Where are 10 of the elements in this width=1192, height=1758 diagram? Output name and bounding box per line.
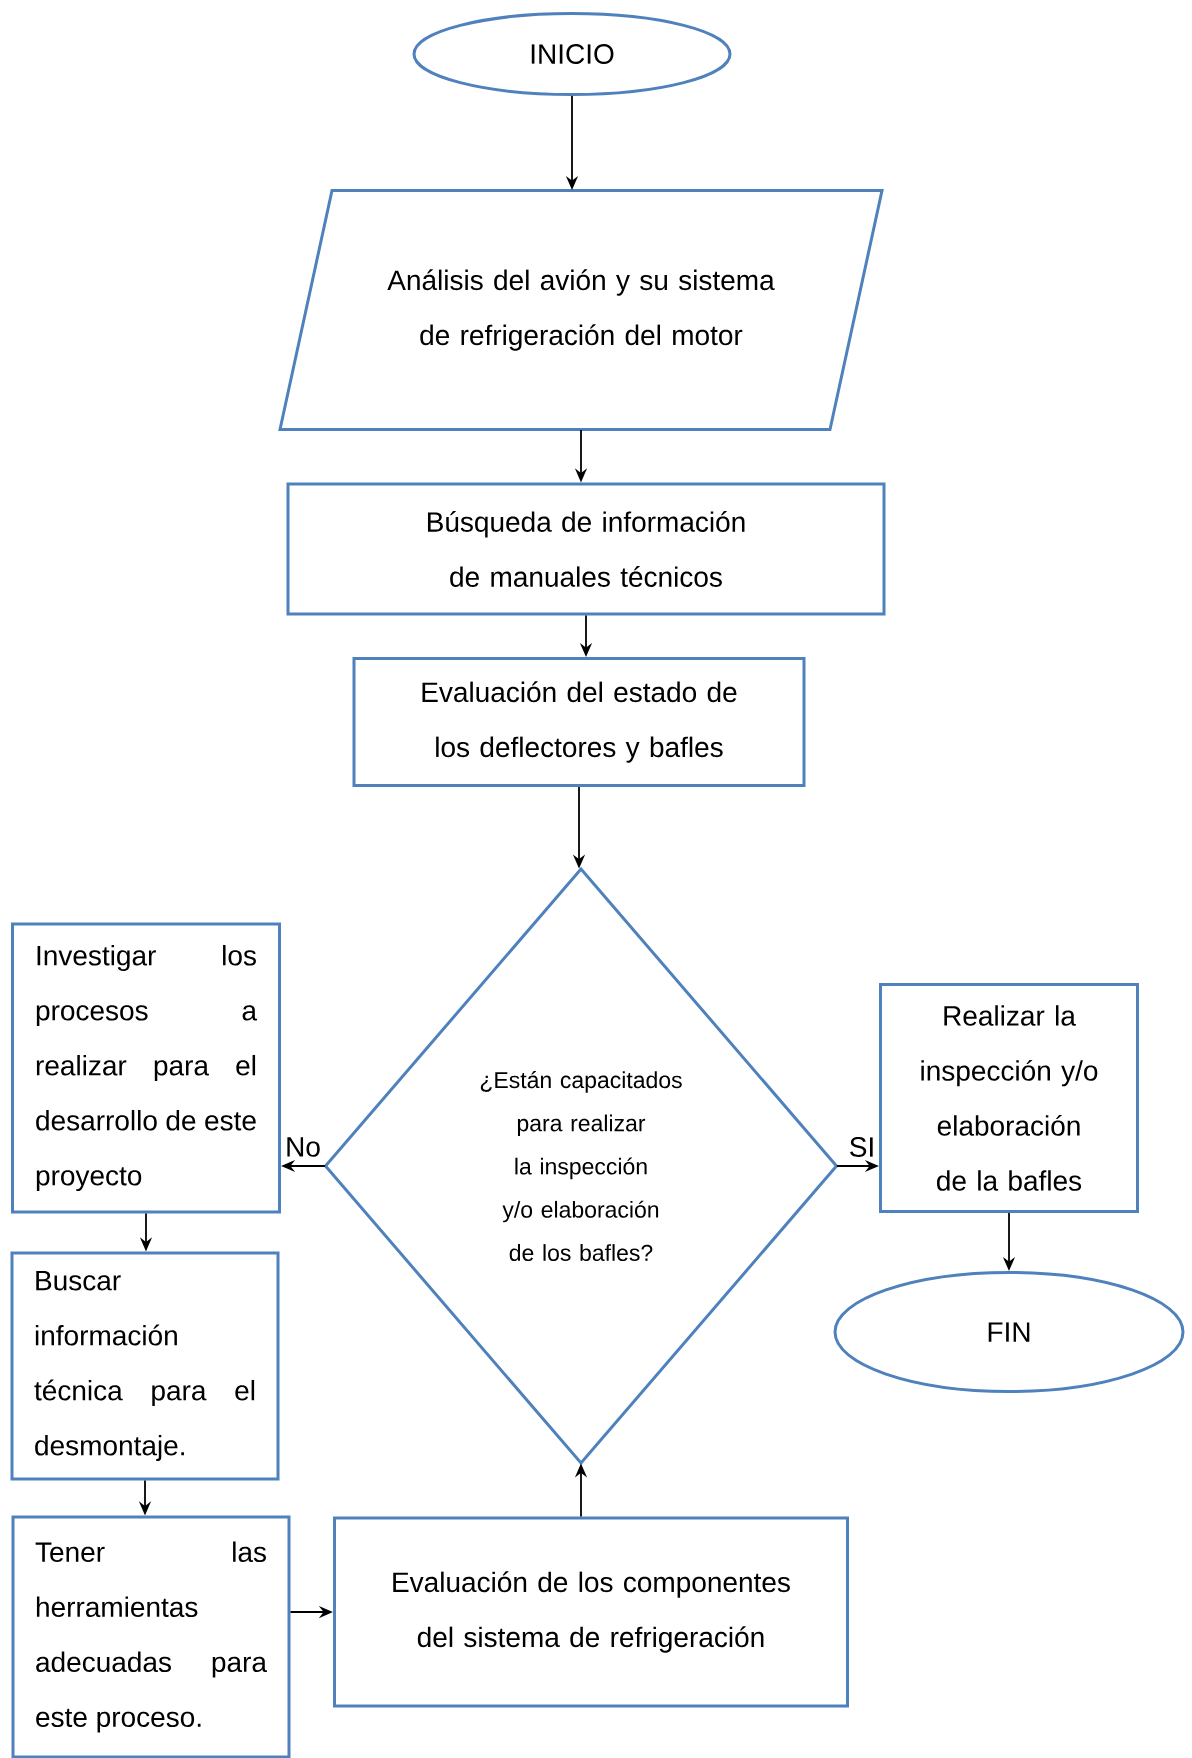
process-box: Evaluación del estado de los deflectores y bafles [352,657,806,787]
process-box: Investigar los procesos a realizar para el desarrollo de este proyecto [11,922,281,1214]
process-box: Tener las herramientas adecuadas para este proceso. [11,1515,291,1758]
process-box: Buscar información técnica para el desmontaje. [10,1251,280,1481]
input-parallelogram: Análisis del avión y su sistema de refrigeración del motor [278,189,884,431]
edge-label: SI [846,1135,878,1159]
process-box: Evaluación de los componentes del sistema de refrigeración [333,1516,849,1708]
process-box: Búsqueda de información de manuales técnicos [286,482,886,616]
process-box: Realizar la inspección y/o elaboración de la bafles [879,983,1139,1213]
edge-label: No [283,1135,323,1159]
